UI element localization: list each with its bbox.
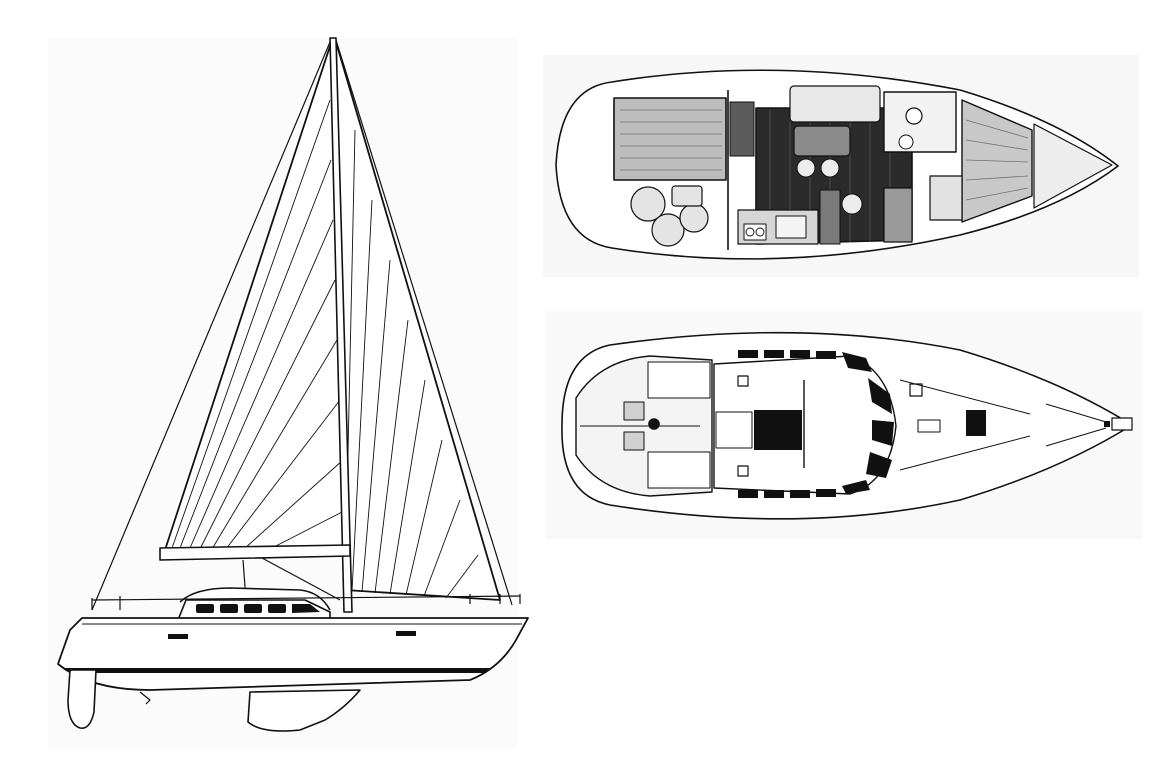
forestay [335,39,513,606]
aft-berth [613,97,727,181]
sailboat-side-profile [57,37,529,732]
helm-binnacle [648,418,660,430]
chain-locker [1033,123,1113,209]
backstay [91,41,331,611]
hull [57,617,529,691]
cockpit-seat-starboard [647,451,711,489]
deck-hatch-aft-starboard [737,465,749,477]
companionway-hatch [754,410,802,450]
boom [159,544,351,561]
deck-plan [561,331,1133,520]
aft-seating [630,185,709,247]
boot-stripe [64,668,490,673]
mast [329,37,353,613]
bow-fitting [1111,417,1133,431]
deck-hatch-mid [909,383,923,397]
saloon-table [793,125,851,157]
keel [247,689,361,732]
genoa-panel-lines [344,129,479,599]
nav-station [819,189,841,245]
deck-hatch-aft-port [737,375,749,387]
rudder [67,669,97,729]
cabin-portlights [196,604,320,613]
helm-grating-2 [623,431,645,451]
settee [789,85,881,123]
head-compartment [883,91,957,153]
interior-layout-plan [555,69,1119,260]
cockpit-seat-port [647,361,711,399]
lifelines [91,595,521,601]
deck-hatch-forepeak [966,410,986,436]
genoa-sail [335,41,501,601]
mainsail-panel-lines [171,99,347,550]
cabin-windows [738,350,894,498]
helm-grating-1 [623,401,645,421]
